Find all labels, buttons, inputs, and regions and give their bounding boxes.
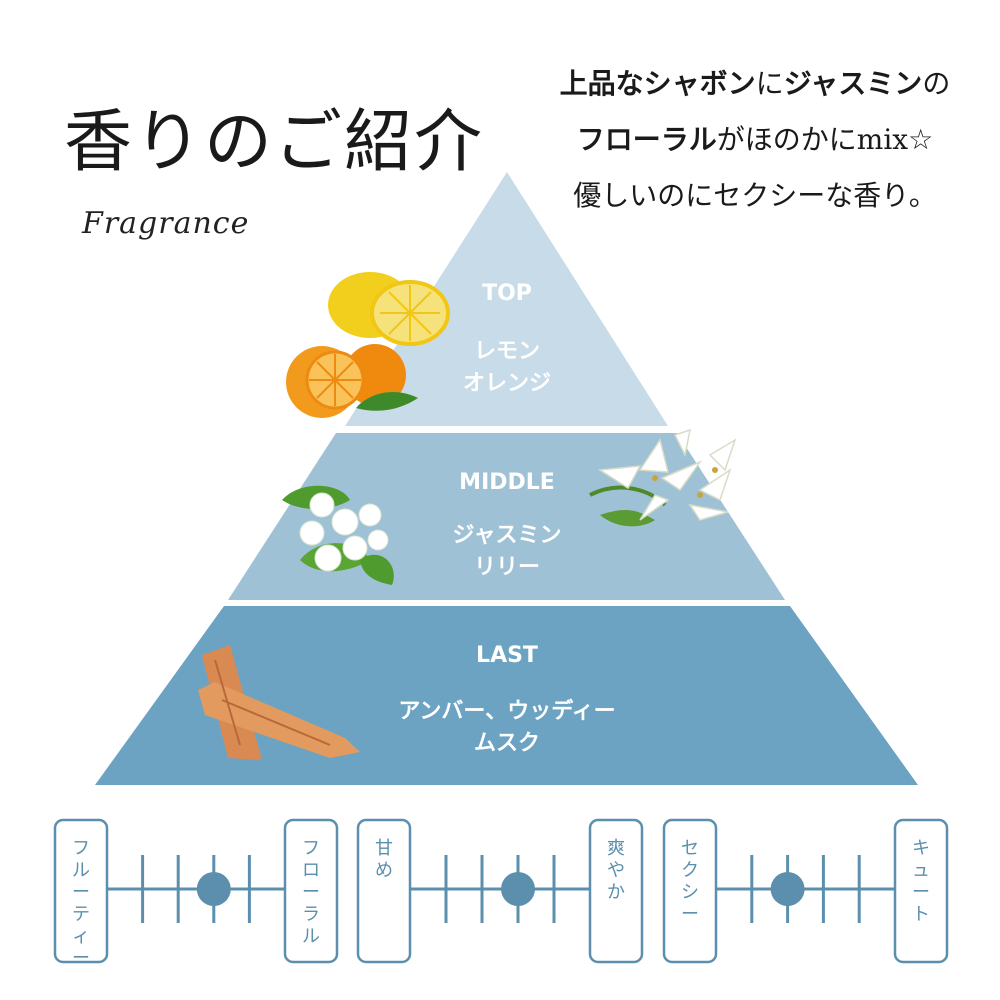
tagline-line-1: 上品なシャボンにジャスミンの bbox=[520, 56, 990, 112]
last-tier-note: ムスク bbox=[474, 731, 540, 756]
scale-marker bbox=[501, 872, 535, 906]
pyramid-top-tier bbox=[345, 172, 668, 426]
tagline-text: に bbox=[755, 67, 784, 100]
page-title: 香りのご紹介 bbox=[64, 103, 485, 182]
scale-marker bbox=[196, 872, 231, 906]
scale-right-label: フローラル bbox=[302, 838, 320, 947]
scale-left-label: フルーティー bbox=[72, 838, 90, 969]
citrus-illustration bbox=[286, 272, 450, 418]
tagline-text: の bbox=[922, 67, 951, 100]
top-tier-note: オレンジ bbox=[463, 371, 551, 396]
scale-marker bbox=[770, 872, 805, 906]
tagline-line-3: 優しいのにセクシーな香り。 bbox=[520, 168, 990, 224]
top-tier-note: レモン bbox=[474, 339, 540, 364]
tagline: 上品なシャボンにジャスミンの フローラルがほのかにmix☆ 優しいのにセクシーな… bbox=[520, 56, 990, 224]
tagline-text: ジャスミン bbox=[783, 67, 923, 100]
jasmine-illustration bbox=[282, 485, 394, 585]
scale-right-label: キュート bbox=[912, 838, 930, 925]
middle-tier-label: MIDDLE bbox=[459, 470, 555, 495]
middle-tier-note: ジャスミン bbox=[453, 523, 562, 548]
tagline-text: フローラル bbox=[576, 123, 717, 156]
scale-right-label: 爽やか bbox=[607, 838, 625, 903]
middle-tier-note: リリー bbox=[474, 555, 540, 580]
scale-left-box bbox=[53, 818, 109, 964]
last-tier-note: アンバー、ウッディー bbox=[398, 698, 615, 724]
scale-left-box bbox=[356, 818, 412, 964]
scale-left-box bbox=[662, 818, 718, 964]
top-tier-label: TOP bbox=[482, 281, 532, 306]
last-tier-label: LAST bbox=[476, 643, 538, 668]
scale-right-box bbox=[283, 818, 339, 964]
tagline-text: 優しいのにセクシーな香り。 bbox=[573, 179, 937, 212]
scale-left-label: セクシー bbox=[681, 838, 699, 925]
tagline-line-2: フローラルがほのかにmix☆ bbox=[520, 112, 990, 168]
tagline-text: がほのかにmix☆ bbox=[716, 123, 934, 156]
wood-illustration bbox=[198, 645, 360, 760]
page-subtitle: Fragrance bbox=[82, 206, 250, 241]
scale-left-label: 甘め bbox=[375, 838, 393, 881]
scale-right-box bbox=[893, 818, 949, 964]
scale-right-box bbox=[588, 818, 644, 964]
tagline-text: 上品なシャボン bbox=[559, 67, 756, 100]
lily-illustration bbox=[589, 428, 737, 527]
